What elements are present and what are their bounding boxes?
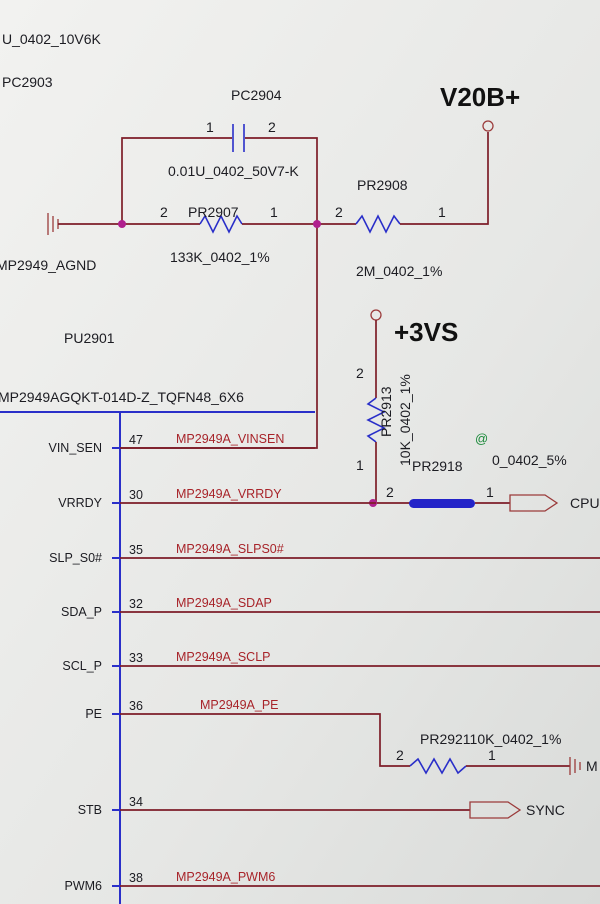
ic-ref: PU2901 (64, 330, 115, 346)
pr2907-pin2: 2 (160, 204, 168, 220)
pin-net-label: MP2949A_SLPS0# (176, 542, 284, 556)
pin-net-label: MP2949A_SDAP (176, 596, 272, 610)
pin-name: PWM6 (65, 879, 103, 893)
pr2913-pin1: 1 (356, 457, 364, 473)
agnd-symbol (569, 757, 581, 775)
pin-number: 30 (129, 488, 143, 502)
v20b-rail-label: V20B+ (440, 82, 520, 112)
pr2918-pin1: 1 (486, 484, 494, 500)
agnd-label: MP2949_AGND (0, 257, 96, 273)
pc2904-value: 0.01U_0402_50V7-K (168, 163, 299, 179)
pin-name: SLP_S0# (49, 551, 102, 565)
resistor-pr2918: @ PR2918 0_0402_5% 2 1 (376, 431, 567, 508)
cpu-offpage-connector (509, 494, 559, 512)
pr2918-pin2: 2 (386, 484, 394, 500)
pr2921-label: PR292110K_0402_1% (420, 731, 561, 747)
pin-net-label: MP2949A_SCLP (176, 650, 271, 664)
pr2907-value: 133K_0402_1% (170, 249, 270, 265)
pin-name: VRRDY (58, 496, 102, 510)
pr2913-value: 10K_0402_1% (397, 374, 413, 466)
pin-number: 36 (129, 699, 143, 713)
junction-dot (118, 220, 126, 228)
capacitor-pc2904: PC2904 1 2 0.01U_0402_50V7-K (121, 87, 318, 224)
v20b-rail-terminal (482, 120, 494, 132)
pin-name: PE (85, 707, 102, 721)
pr2908-value: 2M_0402_1% (356, 263, 442, 279)
resistor-pr2921: PR292110K_0402_1% 2 1 (300, 713, 570, 775)
pin-name: STB (78, 803, 102, 817)
pin-net-label: MP2949A_PWM6 (176, 870, 275, 884)
pin-net-label: MP2949A_PE (200, 698, 279, 712)
agnd-symbol (47, 213, 122, 235)
pr2908-pin1: 1 (438, 204, 446, 220)
pin-number: 38 (129, 871, 143, 885)
pr2918-value: 0_0402_5% (492, 452, 567, 468)
pr2907-pin1: 1 (270, 204, 278, 220)
pr2913-pin2: 2 (356, 365, 364, 381)
3vs-rail-label: +3VS (394, 317, 458, 347)
pin-number: 35 (129, 543, 143, 557)
junction-dot (313, 220, 321, 228)
ref-pc2903: PC2903 (2, 74, 53, 90)
agnd-offpage-label: M (586, 758, 598, 774)
pr2913-ref: PR2913 (378, 386, 394, 437)
pin-net-label: MP2949A_VRRDY (176, 487, 282, 501)
sync-offpage-label: SYNC (526, 802, 565, 818)
pin-name: SCL_P (62, 659, 102, 673)
pin-name: VIN_SEN (49, 441, 103, 455)
pin-number: 47 (129, 433, 143, 447)
cpu-offpage-label: CPU (570, 495, 600, 511)
pc2904-pin1: 1 (206, 119, 214, 135)
pin-name: SDA_P (61, 605, 102, 619)
cap-value-top: U_0402_10V6K (2, 31, 102, 47)
pc2904-ref: PC2904 (231, 87, 282, 103)
resistor-pr2908: PR2908 2 1 2M_0402_1% (317, 132, 489, 279)
pr2908-ref: PR2908 (357, 177, 408, 193)
pin-number: 32 (129, 597, 143, 611)
pin-number: 34 (129, 795, 143, 809)
pr2918-ref: PR2918 (412, 458, 463, 474)
resistor-pr2907: 2 PR2907 1 133K_0402_1% (122, 204, 317, 265)
pr2918-mark: @ (475, 431, 488, 446)
resistor-pr2913: PR2913 10K_0402_1% 2 1 (356, 320, 413, 503)
ic-pin-list: VIN_SEN 47 MP2949A_VINSEN VRRDY 30 MP2949A_VR… (49, 432, 600, 893)
pr2921-pin2: 2 (396, 747, 404, 763)
pr2908-pin2: 2 (335, 204, 343, 220)
pin-number: 33 (129, 651, 143, 665)
pc2904-pin2: 2 (268, 119, 276, 135)
pr2921-pin1: 1 (488, 747, 496, 763)
pr2907-ref: PR2907 (188, 204, 239, 220)
pin-net-label: MP2949A_VINSEN (176, 432, 284, 446)
sync-offpage-connector (469, 801, 522, 819)
ic-part-number: MP2949AGQKT-014D-Z_TQFN48_6X6 (0, 389, 244, 405)
